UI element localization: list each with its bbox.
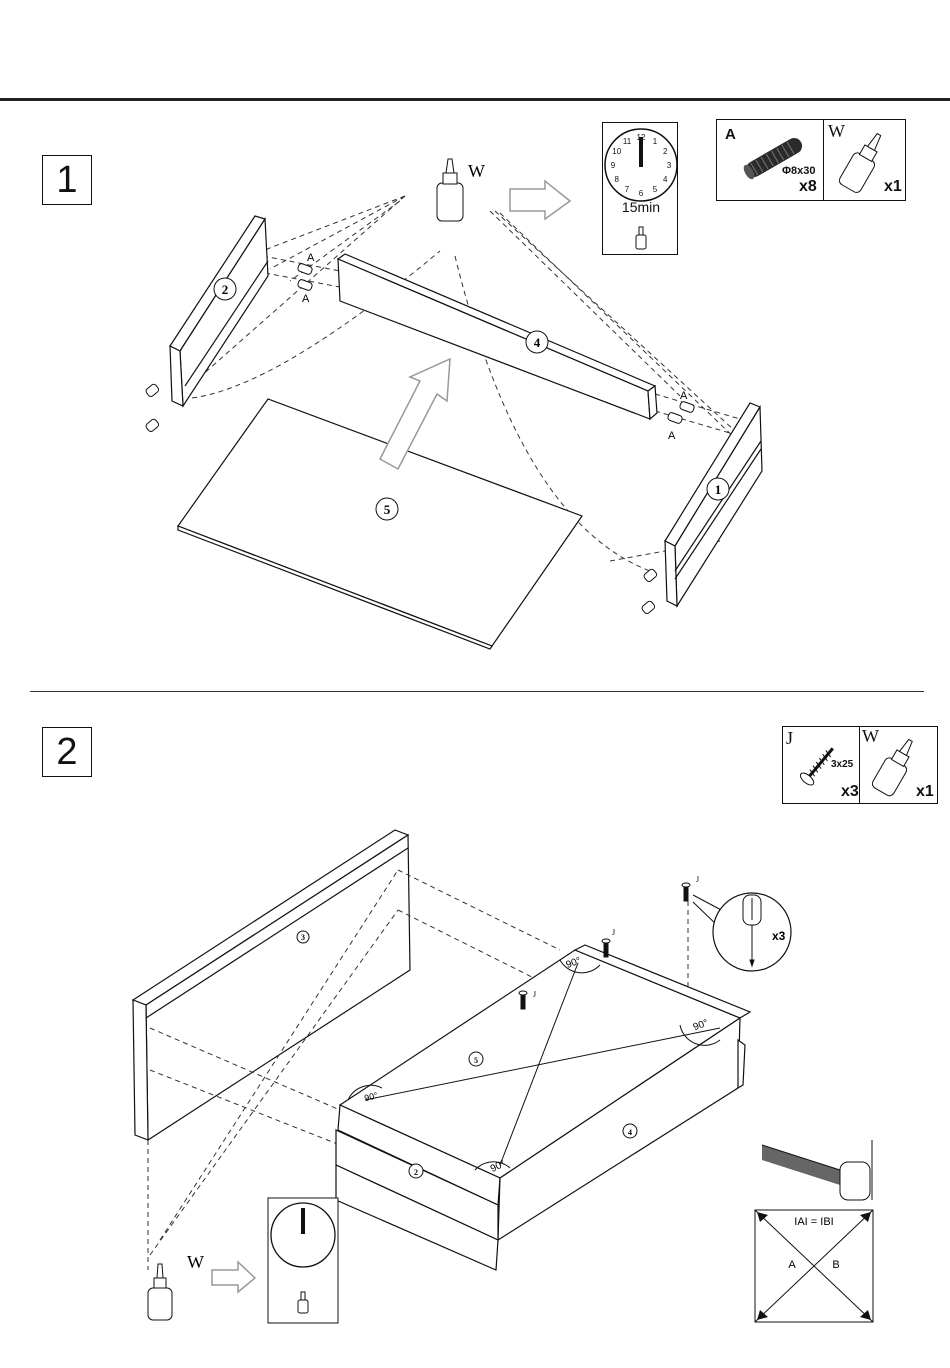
part-2-label: 2 bbox=[222, 282, 229, 297]
drawer-box bbox=[336, 945, 750, 1270]
measuring-tape-icon bbox=[762, 1140, 872, 1200]
glue-label: W bbox=[468, 161, 485, 181]
part-2-label: 2 bbox=[414, 1168, 418, 1177]
step-2-hardware-panel: J 3x25 x3 W x1 bbox=[782, 726, 938, 804]
part-3-label: 3 bbox=[301, 933, 305, 942]
right-side-panel bbox=[665, 403, 762, 606]
screw-label-1: J bbox=[533, 990, 536, 999]
glue-label: W bbox=[187, 1252, 204, 1272]
screw-spec: 3x25 bbox=[831, 759, 853, 770]
dowel-label-a2: A bbox=[302, 293, 310, 305]
glue-bottle-icon bbox=[148, 1264, 172, 1320]
screw-label-2: J bbox=[612, 928, 615, 937]
glue-cell: W x1 bbox=[860, 727, 937, 803]
insert-arrow-icon bbox=[380, 359, 450, 469]
screw-letter: J bbox=[786, 728, 793, 749]
part-5-label: 5 bbox=[384, 502, 391, 517]
arrow-to-clock-icon bbox=[510, 181, 570, 219]
part-4-label: 4 bbox=[534, 335, 541, 350]
bottom-panel bbox=[178, 399, 582, 649]
dowel-label-a3: A bbox=[680, 390, 688, 402]
screw-qty: x3 bbox=[841, 783, 859, 801]
section-divider bbox=[30, 691, 924, 692]
step-2-number: 2 bbox=[42, 727, 92, 777]
diagonal-a-label: A bbox=[788, 1259, 796, 1271]
part-4-label: 4 bbox=[628, 1128, 632, 1137]
back-panel bbox=[338, 254, 657, 419]
dowel-label-a1: A bbox=[307, 252, 315, 264]
diagonal-b-label: B bbox=[832, 1259, 839, 1271]
step-1-assembly-drawing: W 2 A A 4 bbox=[0, 101, 950, 689]
dowel-label-a4: A bbox=[668, 430, 676, 442]
step-2-assembly-drawing: 3 5 4 2 90° 90° 90° 90° bbox=[0, 800, 950, 1368]
screwdriver-qty: x3 bbox=[772, 929, 786, 943]
screw-label-3: J bbox=[696, 875, 699, 884]
left-side-panel bbox=[170, 216, 268, 406]
glue-qty: x1 bbox=[916, 783, 934, 801]
part-1-label: 1 bbox=[715, 482, 722, 497]
diagonal-equation: IAI = IBI bbox=[794, 1216, 833, 1228]
screw-cell: J 3x25 x3 bbox=[783, 727, 860, 803]
glue-bottle-icon bbox=[864, 731, 924, 801]
glue-bottle-icon bbox=[437, 159, 463, 221]
arrow-to-clock-icon bbox=[212, 1262, 255, 1292]
part-5-label: 5 bbox=[474, 1056, 478, 1065]
